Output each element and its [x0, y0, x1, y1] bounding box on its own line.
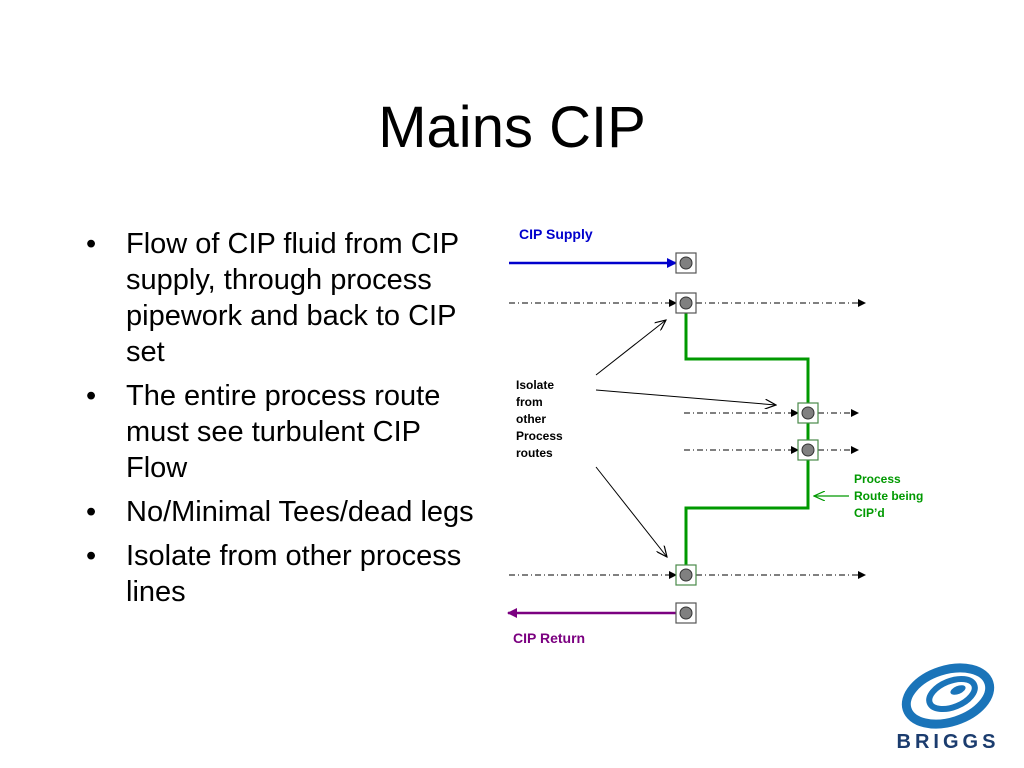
- cip-supply-label: CIP Supply: [519, 226, 593, 242]
- bullet-text: Flow of CIP fluid from CIP supply, throu…: [126, 228, 459, 368]
- isolate-label-line: other: [516, 412, 546, 426]
- bullet-item: • The entire process route must see turbu…: [86, 378, 476, 486]
- valve: [797, 402, 819, 424]
- bullet-text: Isolate from other process lines: [126, 540, 462, 608]
- swirl-icon: [901, 663, 995, 729]
- bullet-list: • Flow of CIP fluid from CIP supply, thro…: [86, 226, 476, 618]
- bullet-dot: •: [86, 380, 97, 412]
- valve: [675, 292, 697, 314]
- pointer-arrow: [595, 389, 776, 405]
- isolate-label-line: Process: [516, 429, 563, 443]
- isolate-label-line: Isolate: [516, 378, 554, 392]
- logo-text: BRIGGS: [897, 731, 1000, 753]
- pointer-arrow: [595, 466, 667, 557]
- bullet-text: The entire process route must see turbul…: [126, 380, 441, 484]
- bullet-text: No/Minimal Tees/dead legs: [126, 496, 474, 528]
- valve: [675, 564, 697, 586]
- cip-return-label: CIP Return: [513, 630, 585, 646]
- bullet-dot: •: [86, 228, 97, 260]
- bullet-dot: •: [86, 540, 97, 572]
- process-route-label-line: CIP’d: [854, 506, 885, 520]
- valve: [675, 602, 697, 624]
- process-route-label-line: Process: [854, 472, 901, 486]
- bullet-dot: •: [86, 496, 97, 528]
- valve: [797, 439, 819, 461]
- slide-title: Mains CIP: [378, 95, 646, 160]
- process-route-label-line: Route being: [854, 489, 923, 503]
- bullet-item: • Isolate from other process lines: [86, 538, 476, 610]
- cip-process-route: [684, 313, 810, 565]
- bullet-item: • Flow of CIP fluid from CIP supply, thro…: [86, 226, 476, 370]
- pointer-arrow: [595, 320, 666, 376]
- valve: [675, 252, 697, 274]
- isolate-label-line: routes: [516, 446, 553, 460]
- isolate-label-line: from: [516, 395, 543, 409]
- bullet-item: • No/Minimal Tees/dead legs: [86, 494, 476, 530]
- briggs-logo: BRIGGS: [897, 663, 1000, 753]
